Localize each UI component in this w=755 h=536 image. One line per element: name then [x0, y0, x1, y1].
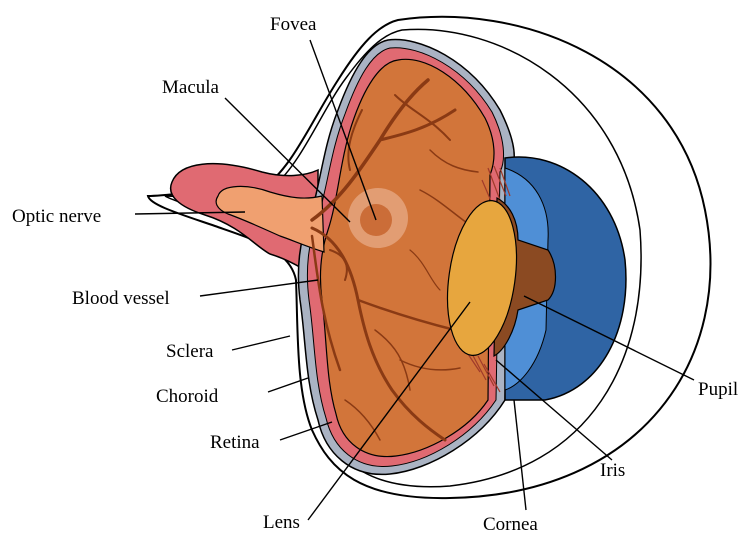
- label-fovea: Fovea: [270, 14, 317, 35]
- label-pupil: Pupil: [698, 379, 738, 400]
- label-choroid: Choroid: [156, 386, 219, 407]
- leader-cornea: [514, 400, 526, 510]
- label-blood-vessel: Blood vessel: [72, 288, 170, 309]
- label-sclera: Sclera: [166, 341, 214, 362]
- leader-sclera: [232, 336, 290, 350]
- label-optic-nerve: Optic nerve: [12, 206, 101, 227]
- label-macula: Macula: [162, 77, 220, 98]
- label-retina: Retina: [210, 432, 260, 453]
- label-iris: Iris: [600, 460, 625, 481]
- label-lens: Lens: [263, 512, 300, 533]
- label-cornea: Cornea: [483, 514, 538, 535]
